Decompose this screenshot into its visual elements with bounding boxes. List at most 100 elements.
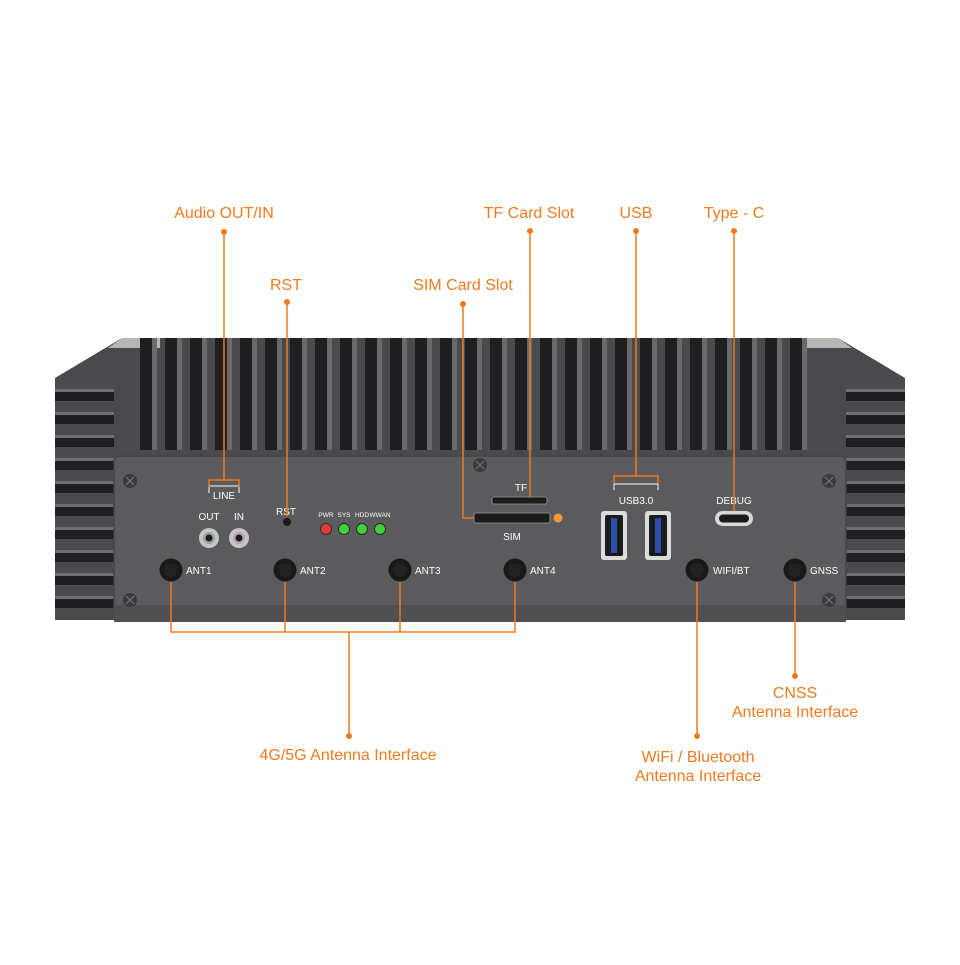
side-fin-right (846, 481, 905, 493)
top-fin (615, 338, 632, 450)
callout-cnss-line1: CNSS (773, 685, 817, 702)
top-fin (665, 338, 682, 450)
dot-usb (633, 228, 639, 234)
usb-port-2[interactable] (645, 511, 671, 560)
screw (123, 593, 137, 607)
side-fin-left (55, 481, 114, 493)
side-fin-left (55, 412, 114, 424)
sim-panel-label: SIM (503, 532, 521, 543)
top-fin (240, 338, 257, 450)
callout-usb: USB (620, 205, 653, 222)
led-label-wwan: WWAN (369, 512, 390, 519)
leader-endpoints (221, 228, 798, 739)
sim-card-slot[interactable] (473, 512, 551, 524)
led-label-sys: SYS (337, 512, 351, 519)
antenna-connector-wifi-bt[interactable] (685, 558, 709, 582)
side-fin-left (55, 389, 114, 401)
top-fin (265, 338, 282, 450)
leader-audio (208, 232, 240, 487)
side-fin-left (55, 573, 114, 585)
bottom-rail (114, 605, 846, 622)
top-fin (290, 338, 307, 450)
ant1-label: ANT1 (186, 566, 212, 577)
top-fin (190, 338, 207, 450)
callout-wifi-line2: Antenna Interface (635, 768, 761, 785)
callout-4g5g: 4G/5G Antenna Interface (259, 747, 436, 764)
side-fin-right (846, 412, 905, 424)
side-fin-left (55, 458, 114, 470)
dot-gnss (792, 673, 798, 679)
in-label: IN (234, 512, 244, 523)
usb30-label: USB3.0 (619, 496, 654, 507)
sim-eject-led (553, 513, 563, 523)
screw (473, 458, 487, 472)
side-fin-right (846, 389, 905, 401)
top-fin (690, 338, 707, 450)
top-fin (540, 338, 557, 450)
audio-out-jack[interactable] (199, 528, 219, 548)
audio-in-jack[interactable] (229, 528, 249, 548)
ant4-label: ANT4 (530, 566, 556, 577)
reset-button[interactable] (283, 518, 291, 526)
led-sys (338, 523, 350, 535)
top-fin (765, 338, 782, 450)
line-bracket (208, 485, 240, 493)
line-label: LINE (213, 491, 236, 502)
ant3-label: ANT3 (415, 566, 441, 577)
side-fin-left (55, 550, 114, 562)
leader-4g5g (170, 582, 516, 736)
antenna-connector-gnss[interactable] (783, 558, 807, 582)
led-label-hdd: HDD (355, 512, 369, 519)
top-fin (590, 338, 607, 450)
leader-usb (613, 231, 659, 484)
side-fin-right (846, 458, 905, 470)
dot-audio (221, 229, 227, 235)
side-fin-right (846, 504, 905, 516)
side-fin-right (846, 527, 905, 539)
antenna-connector-ant3[interactable] (388, 558, 412, 582)
antenna-connector-ant4[interactable] (503, 558, 527, 582)
tf-panel-label: TF (515, 483, 527, 494)
dot-4g5g (346, 733, 352, 739)
rst-panel-label: RST (276, 507, 296, 518)
panel-notch (170, 588, 790, 605)
side-fin-right (846, 596, 905, 608)
top-fin (565, 338, 582, 450)
screw (822, 474, 836, 488)
dot-typec (731, 228, 737, 234)
tf-card-slot[interactable] (491, 496, 548, 505)
top-fin (315, 338, 332, 450)
out-label: OUT (198, 512, 219, 523)
dot-tf (527, 228, 533, 234)
top-fins (140, 338, 807, 450)
dot-wifi (694, 733, 700, 739)
antenna-connector-ant2[interactable] (273, 558, 297, 582)
antenna-connector-ant1[interactable] (159, 558, 183, 582)
callout-typec: Type - C (704, 205, 764, 222)
heatsink-top-right-highlight (800, 338, 852, 348)
callout-rst: RST (270, 277, 302, 294)
callout-audio: Audio OUT/IN (174, 205, 274, 222)
top-fin (640, 338, 657, 450)
led-pwr (320, 523, 332, 535)
ant2-label: ANT2 (300, 566, 326, 577)
side-fins (55, 389, 905, 608)
side-fin-left (55, 435, 114, 447)
dot-sim (460, 301, 466, 307)
top-fin (165, 338, 182, 450)
usb-port-1[interactable] (601, 511, 627, 560)
led-label-pwr: PWR (318, 512, 333, 519)
callout-cnss-line2: Antenna Interface (732, 704, 858, 721)
wifi-bt-label: WIFI/BT (713, 566, 750, 577)
side-fin-left (55, 596, 114, 608)
top-fin (365, 338, 382, 450)
side-fin-left (55, 527, 114, 539)
led-hdd (356, 523, 368, 535)
top-fin (490, 338, 507, 450)
callout-wifi-line1: WiFi / Bluetooth (642, 749, 755, 766)
type-c-port[interactable] (715, 511, 753, 526)
